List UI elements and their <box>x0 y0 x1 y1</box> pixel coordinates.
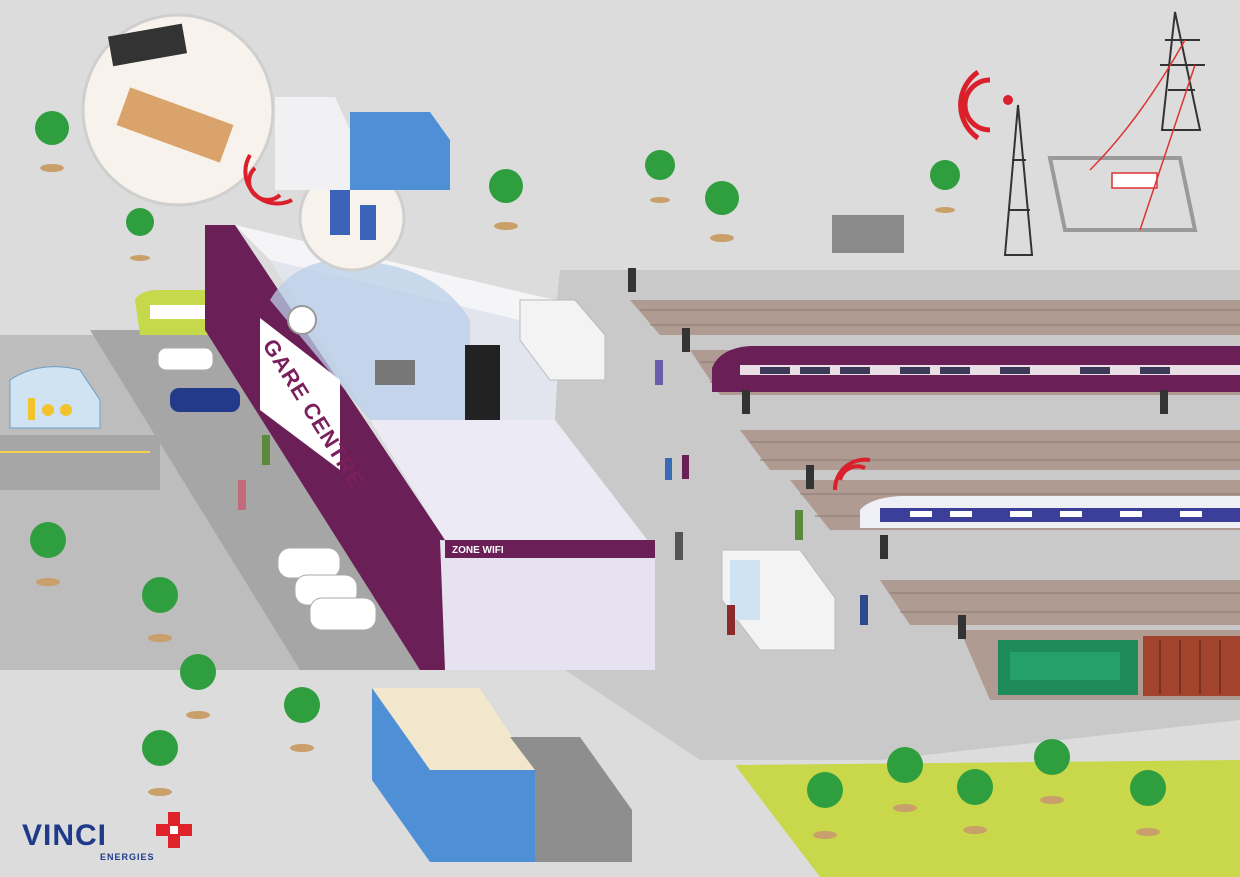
purple-train <box>712 346 1240 392</box>
wifi-zone-label: ZONE WIFI <box>452 545 504 556</box>
freight-wagons <box>998 636 1240 696</box>
cars <box>157 347 377 631</box>
logo-brand: VINCI <box>22 819 107 852</box>
tram <box>135 290 210 335</box>
grass-area <box>735 760 1240 877</box>
office-bubble <box>81 13 275 207</box>
side-road <box>0 435 160 490</box>
kiosk-right <box>721 549 836 651</box>
wifi-zone-sign: ZONE WIFI <box>449 543 511 556</box>
antenna-tower <box>1003 104 1034 256</box>
signal-lights <box>628 268 1168 639</box>
substation <box>1047 156 1198 232</box>
trees <box>30 111 1166 839</box>
equipment-cabinet <box>832 215 904 253</box>
power-pylon <box>1160 11 1205 131</box>
pedestrians <box>28 360 868 635</box>
wifi-signal-icon <box>958 69 1013 141</box>
station-building <box>205 225 655 670</box>
technicians-bubble <box>298 164 406 272</box>
vinci-energies-logo: VINCI ENERGIES <box>22 812 192 862</box>
office-building <box>275 97 450 190</box>
wifi-signal-icon <box>832 457 871 491</box>
logo-subtitle: ENERGIES <box>100 852 155 862</box>
kiosk-top <box>519 299 606 381</box>
blue-train <box>860 496 1240 528</box>
lower-building <box>372 688 632 862</box>
wifi-signal-icon <box>243 153 293 206</box>
